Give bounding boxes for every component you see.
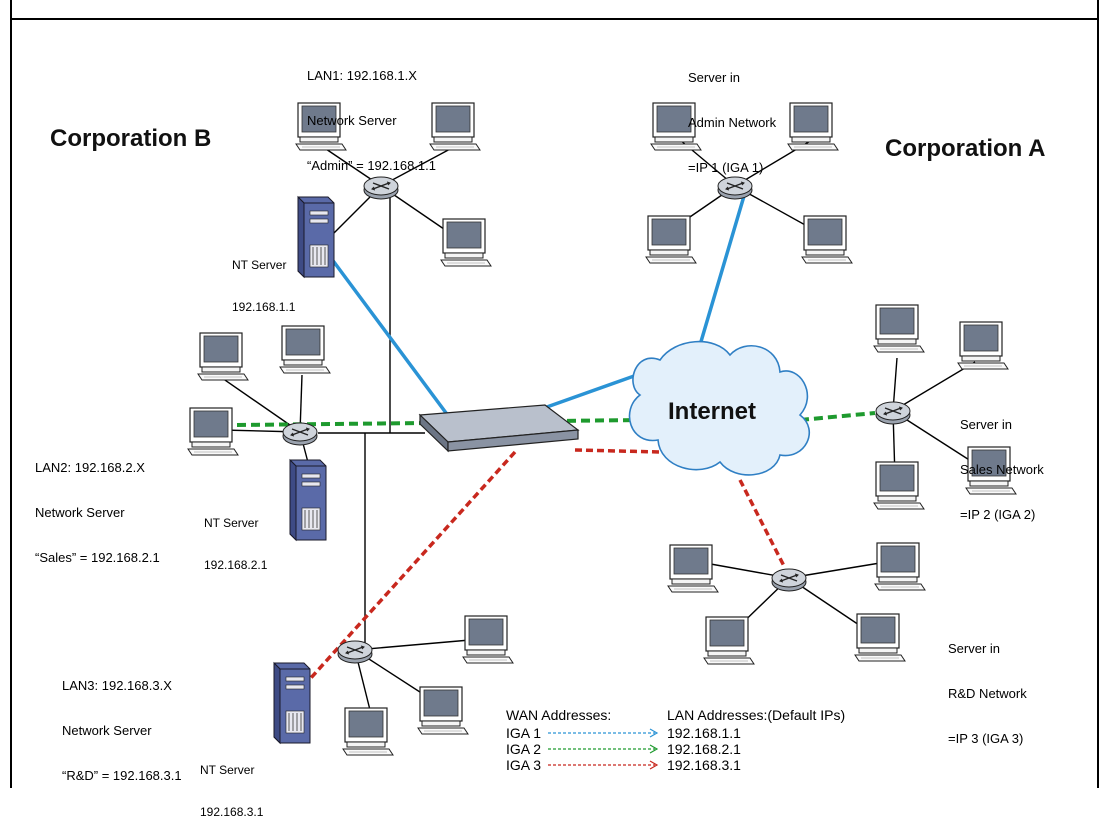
computer-icon — [854, 613, 906, 662]
nt-server-1-line1: NT Server — [232, 258, 287, 272]
computer-icon — [429, 102, 481, 151]
computer-icon — [873, 461, 925, 510]
nt-server-3-icon — [273, 662, 311, 744]
lan2-hub-icon — [282, 422, 318, 446]
legend-wan-1: IGA 1 — [506, 725, 542, 741]
computer-icon — [667, 544, 719, 593]
legend-arrows — [548, 728, 659, 770]
admin-server-line2: Admin Network — [688, 115, 777, 130]
legend-wan-header: WAN Addresses: — [506, 707, 612, 723]
nt-server-3-label: NT Server 192.168.3.1 — [200, 735, 263, 833]
lan3-line3: “R&D” = 192.168.3.1 — [62, 768, 182, 783]
corporation-a-label: Corporation A — [885, 135, 1046, 162]
computer-icon — [440, 218, 492, 267]
legend-lan-1: 192.168.1.1 — [667, 725, 741, 741]
computer-icon — [645, 215, 697, 264]
frame-right-border — [1097, 0, 1099, 788]
rnd-server-line3: =IP 3 (IGA 3) — [948, 731, 1024, 746]
lan2-line1: LAN2: 192.168.2.X — [35, 460, 145, 475]
frame-top-border — [10, 18, 1099, 20]
computer-icon — [279, 325, 331, 374]
rnd-server-label: Server in R&D Network =IP 3 (IGA 3) — [948, 611, 1027, 761]
nt-server-2-icon — [289, 459, 327, 541]
lan1-label: LAN1: 192.168.1.X Network Server “Admin”… — [307, 38, 436, 188]
lan3-line2: Network Server — [62, 723, 152, 738]
corporation-b-label: Corporation B — [50, 125, 212, 152]
computer-icon — [957, 321, 1009, 370]
nt-server-3-line1: NT Server — [200, 763, 255, 777]
computer-icon — [874, 542, 926, 591]
computer-icon — [187, 407, 239, 456]
gateway-device — [418, 404, 580, 453]
computer-icon — [873, 304, 925, 353]
nt-server-1-line2: 192.168.1.1 — [232, 300, 296, 314]
computer-icon — [801, 215, 853, 264]
lan3-label: LAN3: 192.168.3.X Network Server “R&D” =… — [62, 648, 182, 798]
nt-server-1-label: NT Server 192.168.1.1 — [232, 230, 295, 328]
nt-server-3-line2: 192.168.3.1 — [200, 805, 264, 819]
lan2-line2: Network Server — [35, 505, 125, 520]
sales-server-line1: Server in — [960, 417, 1013, 432]
sales-server-line2: Sales Network — [960, 462, 1044, 477]
computer-icon — [703, 616, 755, 665]
legend-wan-3: IGA 3 — [506, 757, 542, 773]
rnd-hub-icon — [771, 568, 807, 592]
frame-left-border — [10, 0, 12, 788]
nt-server-2-line2: 192.168.2.1 — [204, 558, 268, 572]
internet-cloud — [628, 340, 811, 476]
rnd-server-line2: R&D Network — [948, 686, 1027, 701]
nt-server-2-label: NT Server 192.168.2.1 — [204, 488, 267, 586]
lan1-line3: “Admin” = 192.168.1.1 — [307, 158, 436, 173]
nt-server-1-icon — [297, 196, 335, 278]
lan1-line1: LAN1: 192.168.1.X — [307, 68, 417, 83]
admin-server-label: Server in Admin Network =IP 1 (IGA 1) — [688, 40, 776, 190]
sales-hub-icon — [875, 401, 911, 425]
legend-lan-2: 192.168.2.1 — [667, 741, 741, 757]
lan1-line2: Network Server — [307, 113, 397, 128]
lan3-hub-icon — [337, 640, 373, 664]
computer-icon — [787, 102, 839, 151]
legend-lan-3: 192.168.3.1 — [667, 757, 741, 773]
lan3-line1: LAN3: 192.168.3.X — [62, 678, 172, 693]
lan2-line3: “Sales” = 192.168.2.1 — [35, 550, 160, 565]
admin-server-line1: Server in — [688, 70, 741, 85]
nt-server-2-line1: NT Server — [204, 516, 259, 530]
diagram-frame — [10, 0, 1099, 788]
computer-icon — [417, 686, 469, 735]
lan2-label: LAN2: 192.168.2.X Network Server “Sales”… — [35, 430, 160, 580]
rnd-server-line1: Server in — [948, 641, 1001, 656]
computer-icon — [197, 332, 249, 381]
sales-server-label: Server in Sales Network =IP 2 (IGA 2) — [960, 387, 1044, 537]
computer-icon — [462, 615, 514, 664]
computer-icon — [342, 707, 394, 756]
legend-lan-header: LAN Addresses:(Default IPs) — [667, 707, 846, 723]
internet-label: Internet — [668, 398, 757, 425]
admin-server-line3: =IP 1 (IGA 1) — [688, 160, 764, 175]
sales-server-line3: =IP 2 (IGA 2) — [960, 507, 1036, 522]
legend-wan-2: IGA 2 — [506, 741, 542, 757]
network-diagram — [187, 102, 1017, 770]
